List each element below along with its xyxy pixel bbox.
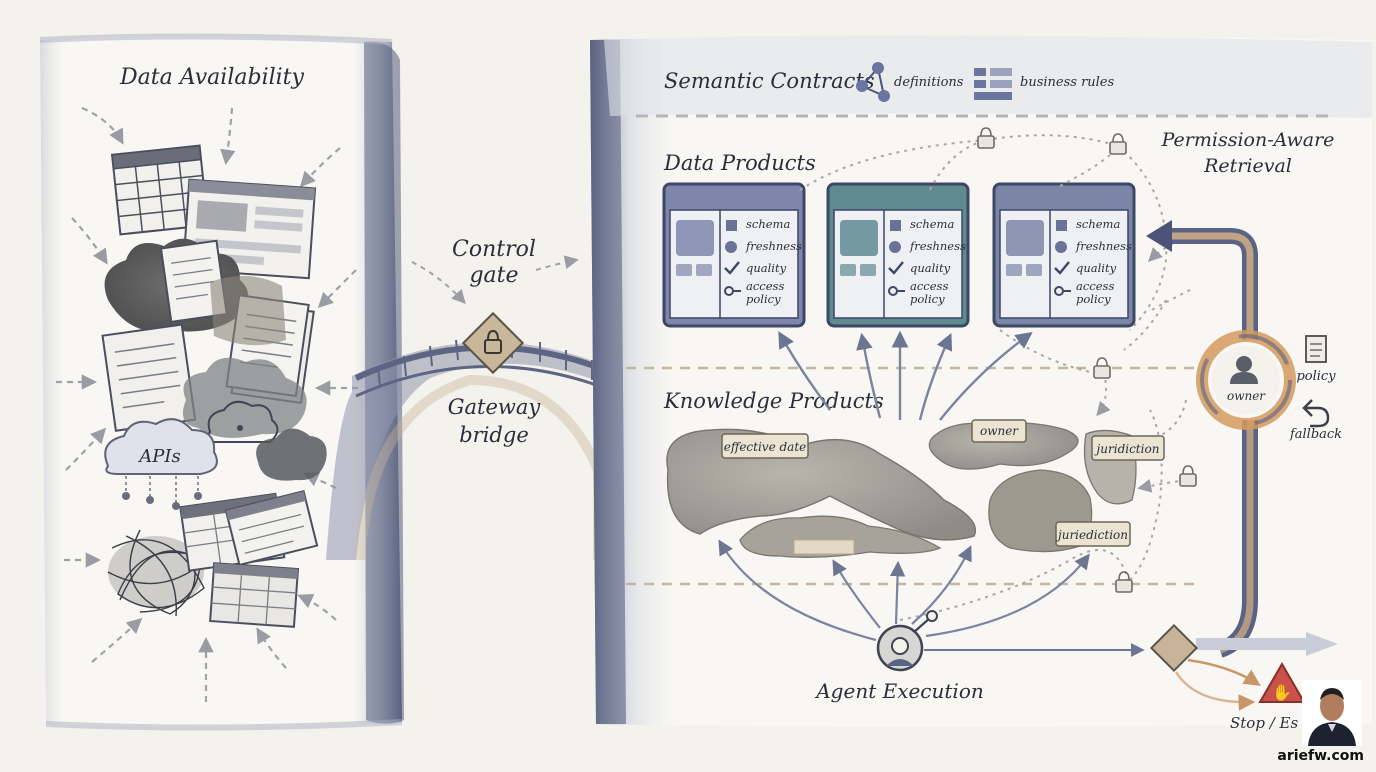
card-field-label: policy: [746, 292, 781, 306]
card-field-label: quality: [746, 261, 787, 275]
freshness-icon: [1055, 241, 1067, 253]
page-document-icon: [101, 323, 197, 432]
quality-check-icon: [724, 261, 740, 275]
spreadsheet-icon: [110, 144, 210, 236]
gateway-bridge: Control gate Gateway bridge: [326, 237, 624, 561]
schema-icon: [1056, 220, 1067, 231]
fallback-icon: [1302, 399, 1330, 428]
decision-node: [1149, 623, 1338, 711]
tag-effective-date: effective date: [721, 433, 809, 459]
flow-arrows-up: [778, 330, 1033, 421]
lock-icon: [1115, 571, 1133, 593]
control-gate-label-2: gate: [469, 263, 518, 288]
semantic-contracts: Semantic Contracts definitions business …: [664, 62, 1115, 102]
lock-icon: [1109, 133, 1127, 155]
owner-icon: [1230, 356, 1258, 384]
permission-aware-retrieval: Permission-Aware Retrieval owner policy …: [1146, 129, 1342, 658]
card-field-label: access: [910, 279, 948, 293]
card-field-label: schema: [1076, 217, 1120, 231]
business-rules-icon: [974, 68, 1012, 100]
tag-effective-date-label: effective date: [724, 440, 807, 454]
small-document-icon: [159, 239, 228, 323]
data-product-cards: schemafreshnessqualityaccesspolicyschema…: [662, 182, 1136, 328]
stop-label: Stop / Es: [1230, 714, 1298, 732]
definitions-label: definitions: [894, 75, 964, 90]
gateway-bridge-label-1: Gateway: [448, 395, 542, 419]
permission-links: [799, 134, 1191, 621]
knowledge-products-title: Knowledge Products: [663, 389, 884, 413]
lock-icon: [1093, 357, 1111, 379]
control-gate-icon: [461, 311, 525, 375]
data-availability-title: Data Availability: [119, 65, 304, 90]
agent-execution-title: Agent Execution: [814, 679, 984, 703]
data-products-title: Data Products: [663, 151, 816, 175]
card-field-label: access: [1076, 279, 1114, 293]
tag-juriediction: juriediction: [1055, 521, 1131, 547]
agent-flow-arrows: [718, 539, 1090, 642]
gateway-bridge-label-2: bridge: [459, 423, 529, 447]
card-field-label: freshness: [1075, 239, 1132, 253]
policy-label: policy: [1296, 369, 1336, 384]
policy-scroll-icon: [1305, 335, 1327, 363]
definitions-icon: [856, 62, 890, 102]
watermark: ariefw.com: [1277, 748, 1364, 764]
card-field-label: schema: [910, 217, 954, 231]
table-stack-icon: [179, 490, 319, 628]
card-field-label: policy: [1076, 292, 1111, 306]
tag-juridiction-label: juridiction: [1094, 442, 1160, 456]
freshness-icon: [889, 241, 901, 253]
apis-label: APIs: [137, 446, 180, 467]
card-field-label: freshness: [909, 239, 966, 253]
schema-icon: [890, 220, 901, 231]
tag-owner: owner: [971, 419, 1027, 443]
card-field-label: freshness: [745, 239, 802, 253]
lock-icons: [977, 127, 1197, 593]
retrieval-title-1: Permission-Aware: [1161, 129, 1335, 151]
control-gate-label-1: Control: [452, 237, 536, 262]
retrieval-title-2: Retrieval: [1203, 155, 1292, 177]
card-field-label: schema: [746, 217, 790, 231]
inbound-arrows: [56, 106, 358, 702]
stop-escalate: ✋ Stop / Es: [1230, 662, 1306, 732]
owner-label: owner: [1227, 389, 1266, 403]
card-field-label: access: [746, 279, 784, 293]
tag-juridiction: juridiction: [1091, 435, 1165, 461]
tag-owner-label: owner: [980, 424, 1019, 438]
business-rules-label: business rules: [1020, 75, 1115, 90]
svg-text:✋: ✋: [1272, 683, 1292, 702]
card-field-label: quality: [910, 261, 951, 275]
quality-check-icon: [888, 261, 904, 275]
lock-icon: [1179, 465, 1197, 487]
freshness-icon: [725, 241, 737, 253]
data-products: Data Products schema freshness quality acce…: [662, 151, 1136, 328]
knowledge-products: Knowledge Products effective date owner …: [663, 389, 1165, 558]
owner-ring: owner: [1196, 330, 1296, 430]
schema-icon: [726, 220, 737, 231]
apis-cloud: APIs: [104, 418, 218, 510]
fallback-label: fallback: [1289, 427, 1342, 442]
left-panel: Data Availability: [39, 33, 404, 731]
card-field-label: policy: [910, 292, 945, 306]
agent-execution: Agent Execution: [718, 539, 1145, 703]
semantic-contracts-title: Semantic Contracts: [664, 69, 875, 93]
agent-icon: [876, 610, 938, 672]
stop-hand-icon: ✋: [1258, 662, 1306, 703]
quality-check-icon: [1054, 261, 1070, 275]
card-field-label: quality: [1076, 261, 1117, 275]
author-avatar: [1302, 680, 1362, 746]
tag-juriediction-label: juriediction: [1055, 528, 1128, 542]
lock-icon: [977, 127, 995, 149]
